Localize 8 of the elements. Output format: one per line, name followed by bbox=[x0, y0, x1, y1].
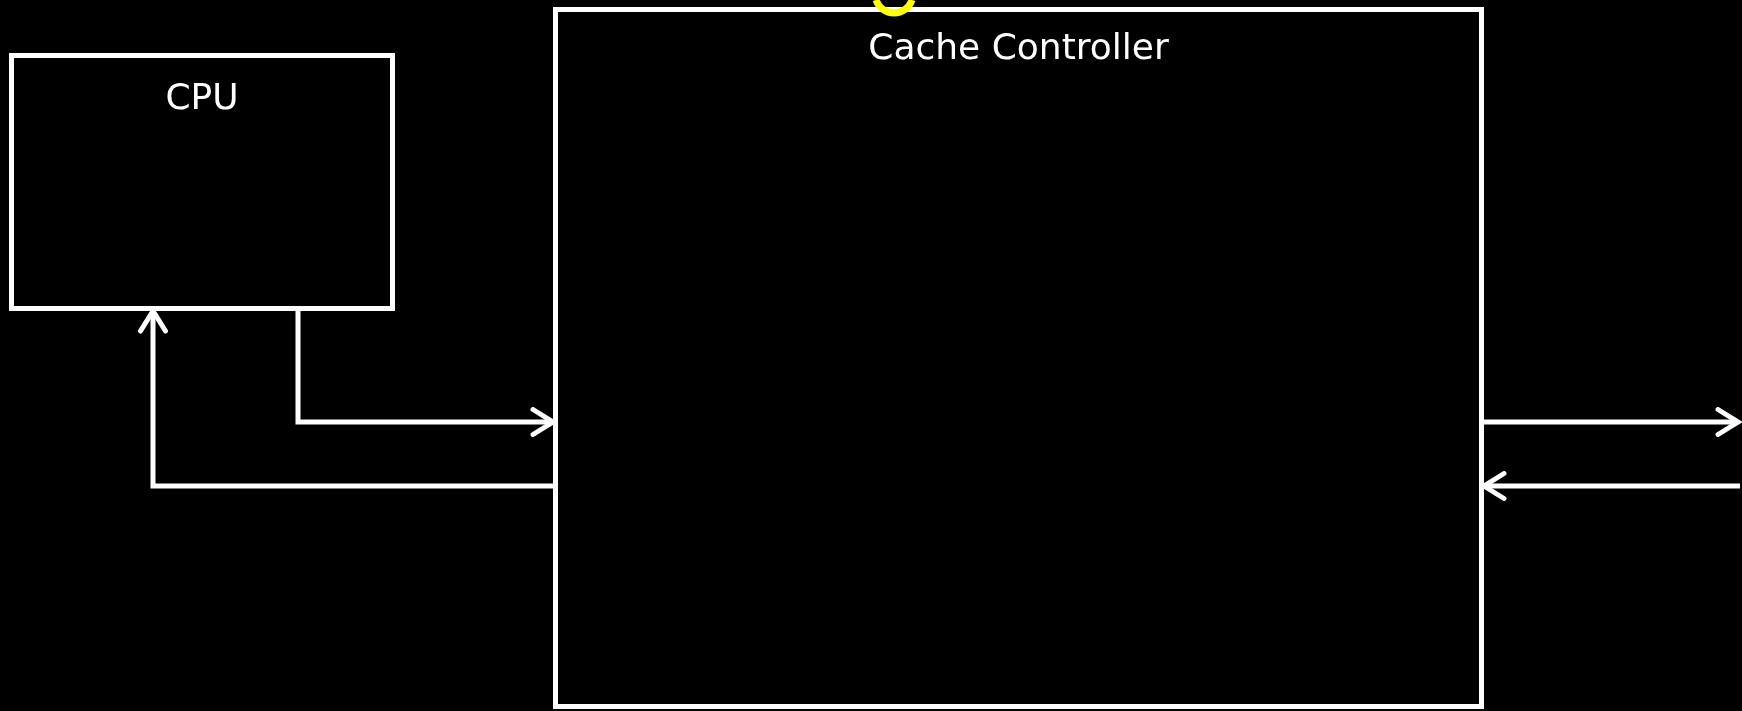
arrow bbox=[1481, 471, 1740, 501]
cache-controller-box bbox=[553, 7, 1484, 709]
cpu-box bbox=[9, 53, 395, 311]
box-title: CPU bbox=[164, 76, 240, 117]
box-title: Cache Controller bbox=[867, 26, 1170, 67]
arrow bbox=[295, 311, 556, 437]
arrow bbox=[1484, 407, 1741, 437]
arrow bbox=[138, 308, 553, 489]
